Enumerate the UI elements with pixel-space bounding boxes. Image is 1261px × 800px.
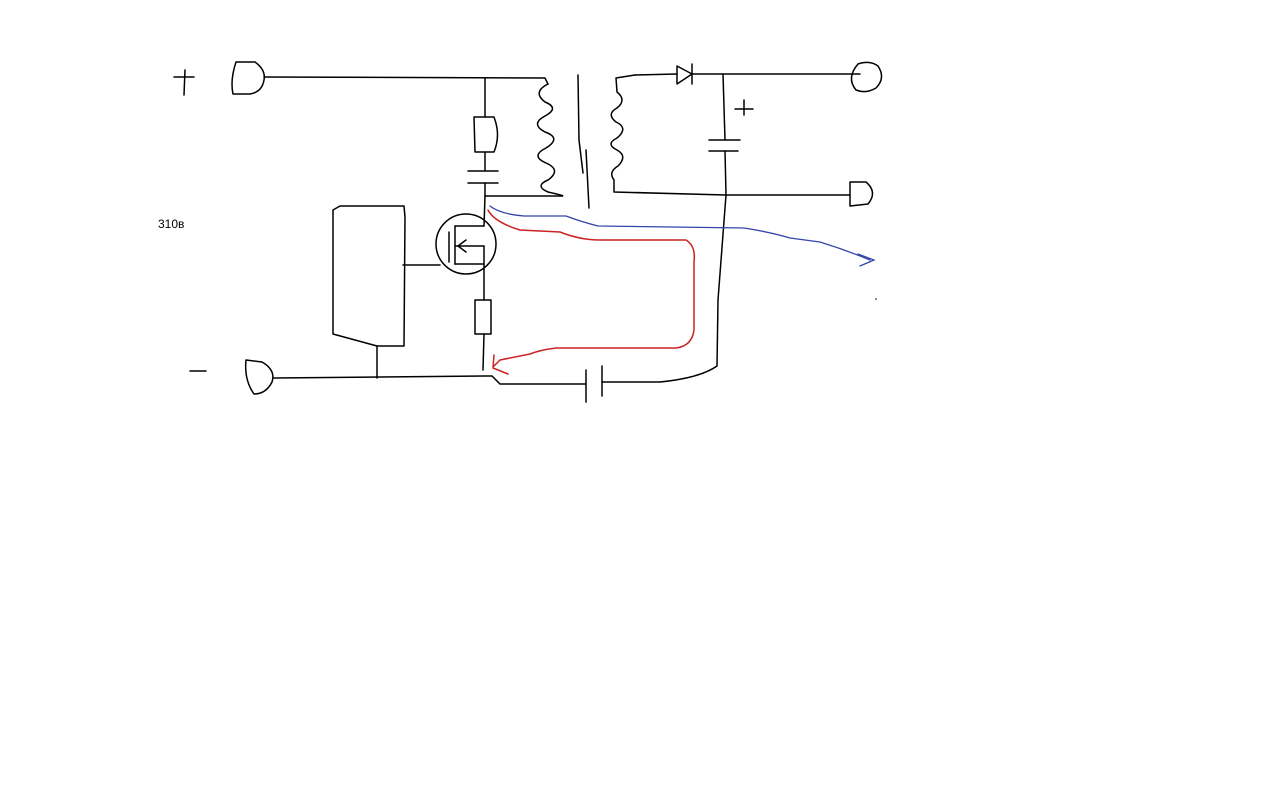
voltage-label: 310в — [158, 217, 185, 231]
capacitor-plus-mark — [734, 99, 754, 116]
blue-current-path — [489, 205, 876, 267]
snubber-branch — [467, 77, 563, 197]
output-diode — [634, 63, 861, 85]
snubber-resistor — [473, 116, 499, 153]
y-capacitor — [585, 194, 727, 403]
transformer-core — [577, 74, 590, 209]
input-minus-terminal — [244, 359, 274, 395]
snubber-capacitor — [467, 170, 499, 184]
transformer-primary — [536, 83, 564, 197]
output-terminal-bottom — [849, 181, 874, 207]
mosfet — [435, 195, 497, 301]
top-rail-wire — [263, 76, 549, 85]
red-current-path — [487, 209, 696, 375]
output-capacitor — [708, 73, 741, 196]
bottom-rail-wire — [273, 375, 587, 385]
plus-sign-mark — [173, 69, 195, 96]
stray-dot — [875, 298, 877, 300]
input-plus-terminal — [231, 61, 266, 95]
output-terminal-top — [850, 61, 883, 93]
controller-ic — [332, 205, 406, 379]
current-sense-resistor — [474, 299, 492, 371]
transformer-secondary — [610, 74, 727, 196]
